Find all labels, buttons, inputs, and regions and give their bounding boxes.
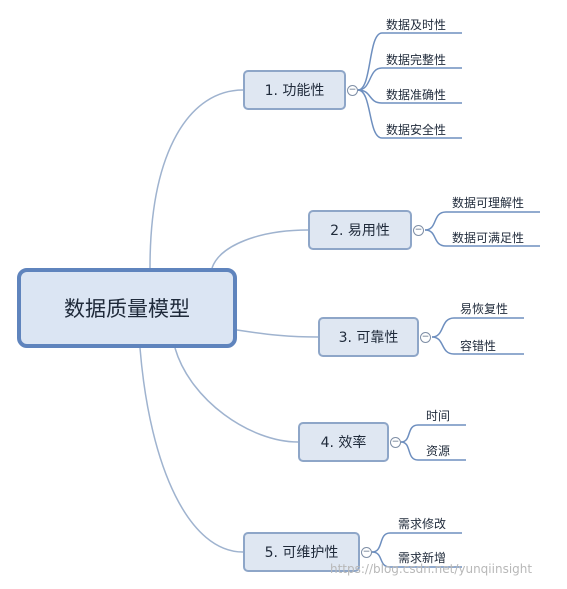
branch-node-label: 1. 功能性 bbox=[264, 83, 325, 99]
branch-1-leaf-4-connector bbox=[357, 89, 462, 139]
root-branch-3-connector bbox=[236, 329, 319, 338]
leaf-node[interactable]: 时间 bbox=[426, 409, 451, 423]
leaf-node[interactable]: 需求修改 bbox=[398, 517, 447, 531]
root-node[interactable]: 数据质量模型 bbox=[17, 268, 237, 348]
leaf-node[interactable]: 易恢复性 bbox=[460, 302, 509, 316]
branch-node-label: 2. 易用性 bbox=[330, 223, 390, 239]
leaf-node[interactable]: 容错性 bbox=[460, 339, 497, 353]
branch-4-leaf-1-connector bbox=[400, 424, 466, 443]
branch-node-label: 4. 效率 bbox=[320, 435, 367, 451]
branch-node-label: 3. 可靠性 bbox=[338, 330, 399, 346]
branch-node-functionality[interactable]: 1. 功能性 bbox=[243, 70, 346, 110]
collapse-toggle-icon[interactable]: − bbox=[361, 547, 372, 558]
branch-4-leaf-2-connector bbox=[400, 441, 466, 461]
leaf-node[interactable]: 数据完整性 bbox=[386, 53, 447, 67]
branch-3-leaf-2-connector bbox=[431, 336, 524, 355]
leaf-node[interactable]: 数据及时性 bbox=[386, 18, 447, 32]
leaf-node[interactable]: 数据可满足性 bbox=[452, 231, 525, 245]
branch-1-leaf-2-connector bbox=[357, 67, 462, 91]
watermark-text: https://blog.csdn.net/yunqiinsight bbox=[330, 562, 533, 576]
leaf-node[interactable]: 数据准确性 bbox=[386, 88, 447, 102]
branch-3-leaf-1-connector bbox=[431, 317, 524, 338]
branch-2-leaf-1-connector bbox=[424, 211, 540, 231]
root-branch-2-connector bbox=[211, 229, 309, 269]
leaf-node[interactable]: 数据安全性 bbox=[386, 123, 447, 137]
branch-5-leaf-1-connector bbox=[371, 532, 462, 553]
leaf-node[interactable]: 资源 bbox=[426, 444, 451, 458]
root-branch-4-connector bbox=[174, 347, 299, 443]
branch-1-leaf-1-connector bbox=[357, 32, 462, 91]
leaf-node[interactable]: 数据可理解性 bbox=[452, 196, 525, 210]
root-branch-1-connector bbox=[149, 89, 244, 269]
branch-node-label: 5. 可维护性 bbox=[264, 545, 339, 561]
leaf-node[interactable]: 需求新增 bbox=[398, 551, 447, 565]
collapse-toggle-icon[interactable]: − bbox=[413, 225, 424, 236]
branch-node-reliability[interactable]: 3. 可靠性 bbox=[318, 317, 419, 357]
root-branch-5-connector bbox=[139, 347, 244, 553]
branch-5-leaf-2-connector bbox=[371, 551, 462, 568]
branch-2-leaf-2-connector bbox=[424, 229, 540, 247]
root-node-label: 数据质量模型 bbox=[64, 297, 190, 321]
branch-node-usability[interactable]: 2. 易用性 bbox=[308, 210, 412, 250]
collapse-toggle-icon[interactable]: − bbox=[420, 332, 431, 343]
branch-node-efficiency[interactable]: 4. 效率 bbox=[298, 422, 389, 462]
collapse-toggle-icon[interactable]: − bbox=[347, 85, 358, 96]
branch-node-maintainability[interactable]: 5. 可维护性 bbox=[243, 532, 360, 572]
collapse-toggle-icon[interactable]: − bbox=[390, 437, 401, 448]
